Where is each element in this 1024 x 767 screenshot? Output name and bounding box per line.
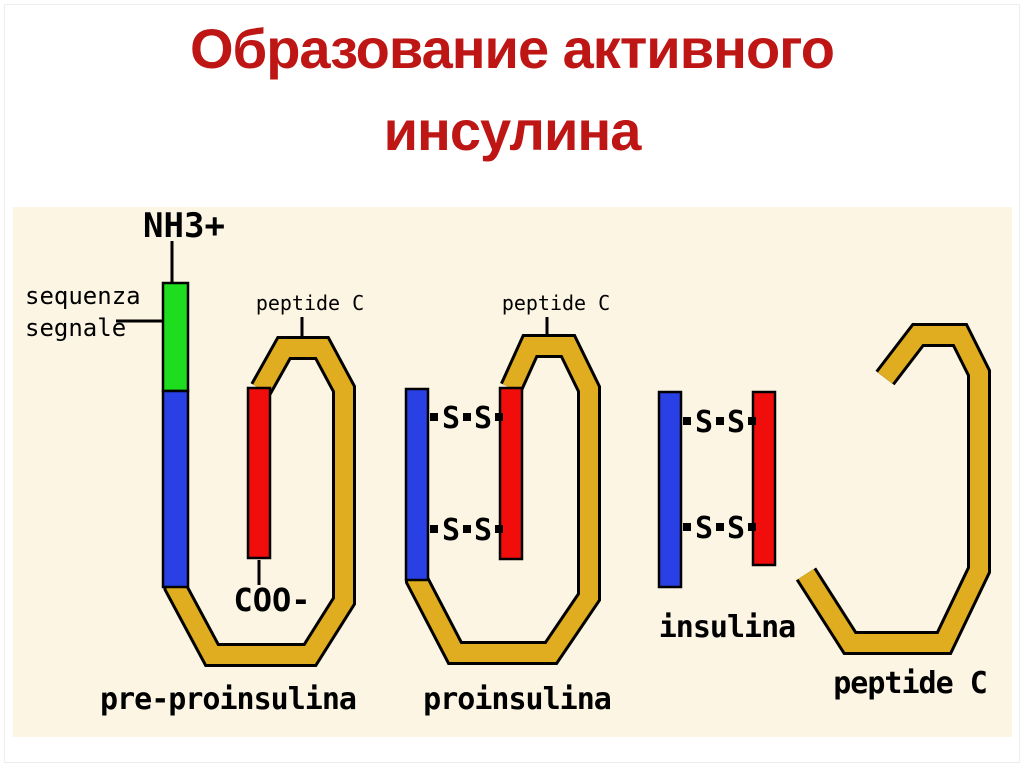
coo-label: COO- (233, 581, 310, 619)
sulfur-label: S (474, 513, 492, 548)
b-chain-bar (657, 390, 683, 589)
b-chain-bar (161, 389, 190, 589)
stage-pre-proinsulina: NH3+ sequenza segnale peptide C COO- pre… (25, 207, 364, 717)
disulfide-bond-1: S S (683, 405, 756, 440)
insulin-diagram: NH3+ sequenza segnale peptide C COO- pre… (25, 207, 991, 717)
stage-peptide-c: peptide C (795, 323, 991, 701)
nh3-label: NH3+ (143, 207, 225, 246)
slide-title: Образование активного инсулина (0, 8, 1024, 172)
diagram-panel: NH3+ sequenza segnale peptide C COO- pre… (13, 207, 1012, 737)
b-chain-bar (404, 387, 430, 582)
stage-name-pre-proinsulina: pre-proinsulina (100, 682, 356, 717)
disulfide-bond-2: S S (430, 513, 503, 548)
signal-label-line1: sequenza (25, 282, 141, 310)
stage-name-proinsulina: proinsulina (423, 682, 611, 717)
disulfide-dot (495, 413, 503, 421)
signal-label-line2: segnale (25, 314, 126, 342)
slide-title-line2: инсулина (383, 99, 642, 162)
disulfide-dot (683, 523, 691, 531)
stage-proinsulina: peptide C S S S S proinsulina (404, 291, 612, 717)
disulfide-dot (716, 523, 724, 531)
sulfur-label: S (727, 405, 745, 440)
a-chain-bar (246, 386, 272, 560)
peptide-c-label: peptide C (502, 291, 610, 315)
stage-insulina: S S S S insulina (657, 390, 796, 645)
c-peptide-tube (408, 337, 598, 662)
stage-name-peptide-c: peptide C (833, 666, 987, 701)
peptide-c-label: peptide C (256, 291, 364, 315)
disulfide-dot (430, 525, 438, 533)
disulfide-dot (495, 525, 503, 533)
sulfur-label: S (727, 511, 745, 546)
disulfide-dot (683, 417, 691, 425)
disulfide-bond-1: S S (430, 401, 503, 436)
a-chain-bar (751, 390, 777, 567)
sulfur-label: S (474, 401, 492, 436)
c-peptide-tube (166, 339, 353, 664)
sulfur-label: S (695, 511, 713, 546)
disulfide-dot (463, 413, 471, 421)
disulfide-dot (463, 525, 471, 533)
sulfur-label: S (442, 513, 460, 548)
disulfide-dot (748, 417, 756, 425)
disulfide-dot (748, 523, 756, 531)
free-c-peptide-tube (798, 326, 988, 652)
sulfur-label: S (695, 405, 713, 440)
disulfide-dot (716, 417, 724, 425)
a-chain-bar (498, 386, 524, 561)
slide-title-line1: Образование активного (190, 17, 835, 80)
signal-sequence-bar (161, 281, 190, 393)
disulfide-bond-2: S S (683, 511, 756, 546)
sulfur-label: S (442, 401, 460, 436)
disulfide-dot (430, 413, 438, 421)
stage-name-insulina: insulina (659, 610, 796, 645)
